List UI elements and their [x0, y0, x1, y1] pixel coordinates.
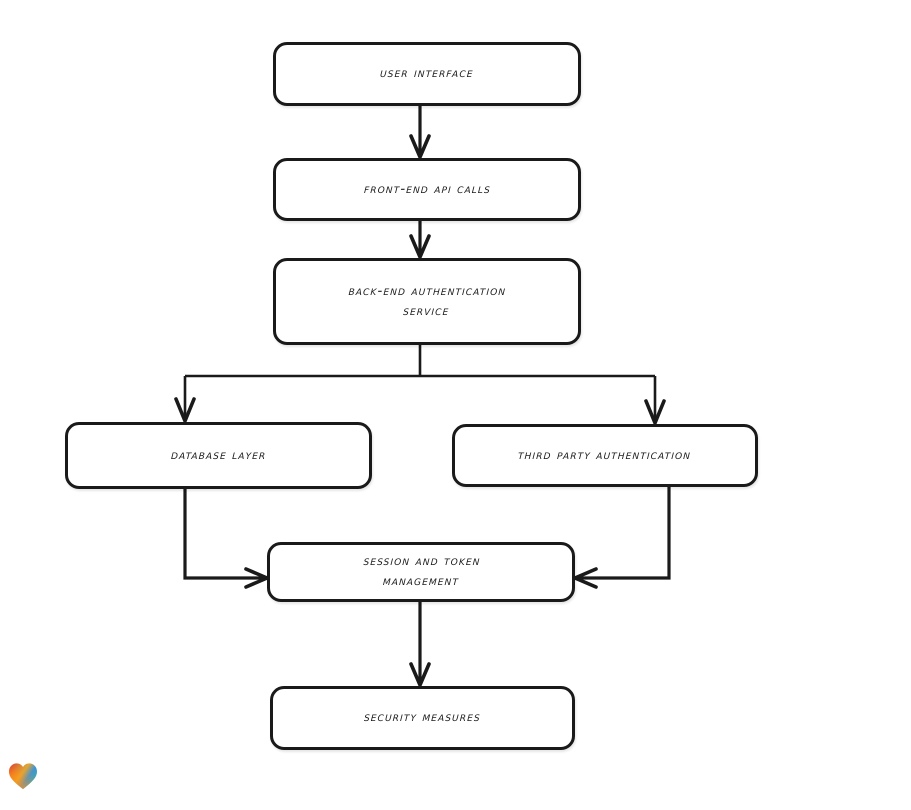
arrowhead-backend-to-thirdparty: [644, 399, 666, 425]
node-security-measures-label: Security Measures: [363, 709, 482, 726]
node-frontend-api-calls[interactable]: Front-End API Calls: [273, 158, 581, 221]
node-session-token-mgmt[interactable]: Session and Token Management: [267, 542, 575, 602]
node-frontend-api-calls-label: Front-End API Calls: [363, 180, 491, 197]
arrowhead-session-to-security: [409, 662, 431, 687]
node-session-token-mgmt-label: Session and Token Management: [362, 553, 481, 589]
edge-backend-split-bus: [185, 345, 655, 378]
node-security-measures[interactable]: Security Measures: [270, 686, 575, 750]
node-user-interface-label: User Interface: [379, 65, 475, 82]
arrowhead-backend-to-database: [174, 397, 196, 423]
heart-icon: [9, 763, 37, 790]
edge-database-to-session: [183, 489, 266, 580]
node-user-interface[interactable]: User Interface: [273, 42, 581, 106]
node-backend-auth-service[interactable]: Back-End Authentication Service: [273, 258, 581, 345]
arrowhead-ui-to-frontend: [409, 134, 431, 159]
node-third-party-auth[interactable]: Third Party Authentication: [452, 424, 758, 487]
node-backend-auth-service-label: Back-End Authentication Service: [348, 282, 507, 319]
node-database-layer[interactable]: Database Layer: [65, 422, 372, 489]
node-database-layer-label: Database Layer: [170, 446, 267, 463]
node-third-party-auth-label: Third Party Authentication: [518, 446, 692, 463]
arrowhead-thirdparty-to-session: [573, 567, 598, 589]
edge-thirdparty-to-session: [576, 487, 671, 580]
arrowhead-frontend-to-backend: [409, 234, 431, 259]
